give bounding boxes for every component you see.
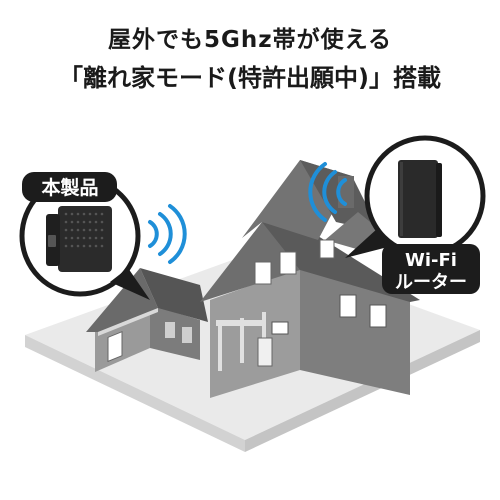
router-label-line-1: Wi-Fi [405, 250, 457, 271]
wifi-signal-icon [308, 162, 347, 222]
router-label-line-2: ルーター [395, 272, 467, 293]
router-badge: Wi-Fi ルーター [345, 135, 486, 294]
headline-line-2: 「離れ家モード(特許出願中)」搭載 [59, 64, 441, 92]
product-label: 本製品 [41, 176, 98, 199]
product-badge: 本製品 [19, 172, 150, 300]
headline-line-1: 屋外でも5Ghz帯が使える [108, 27, 392, 53]
router-device-icon [398, 160, 442, 238]
small-house [86, 268, 208, 372]
wifi-signal-icon [148, 204, 187, 264]
extender-device-icon [46, 206, 112, 272]
